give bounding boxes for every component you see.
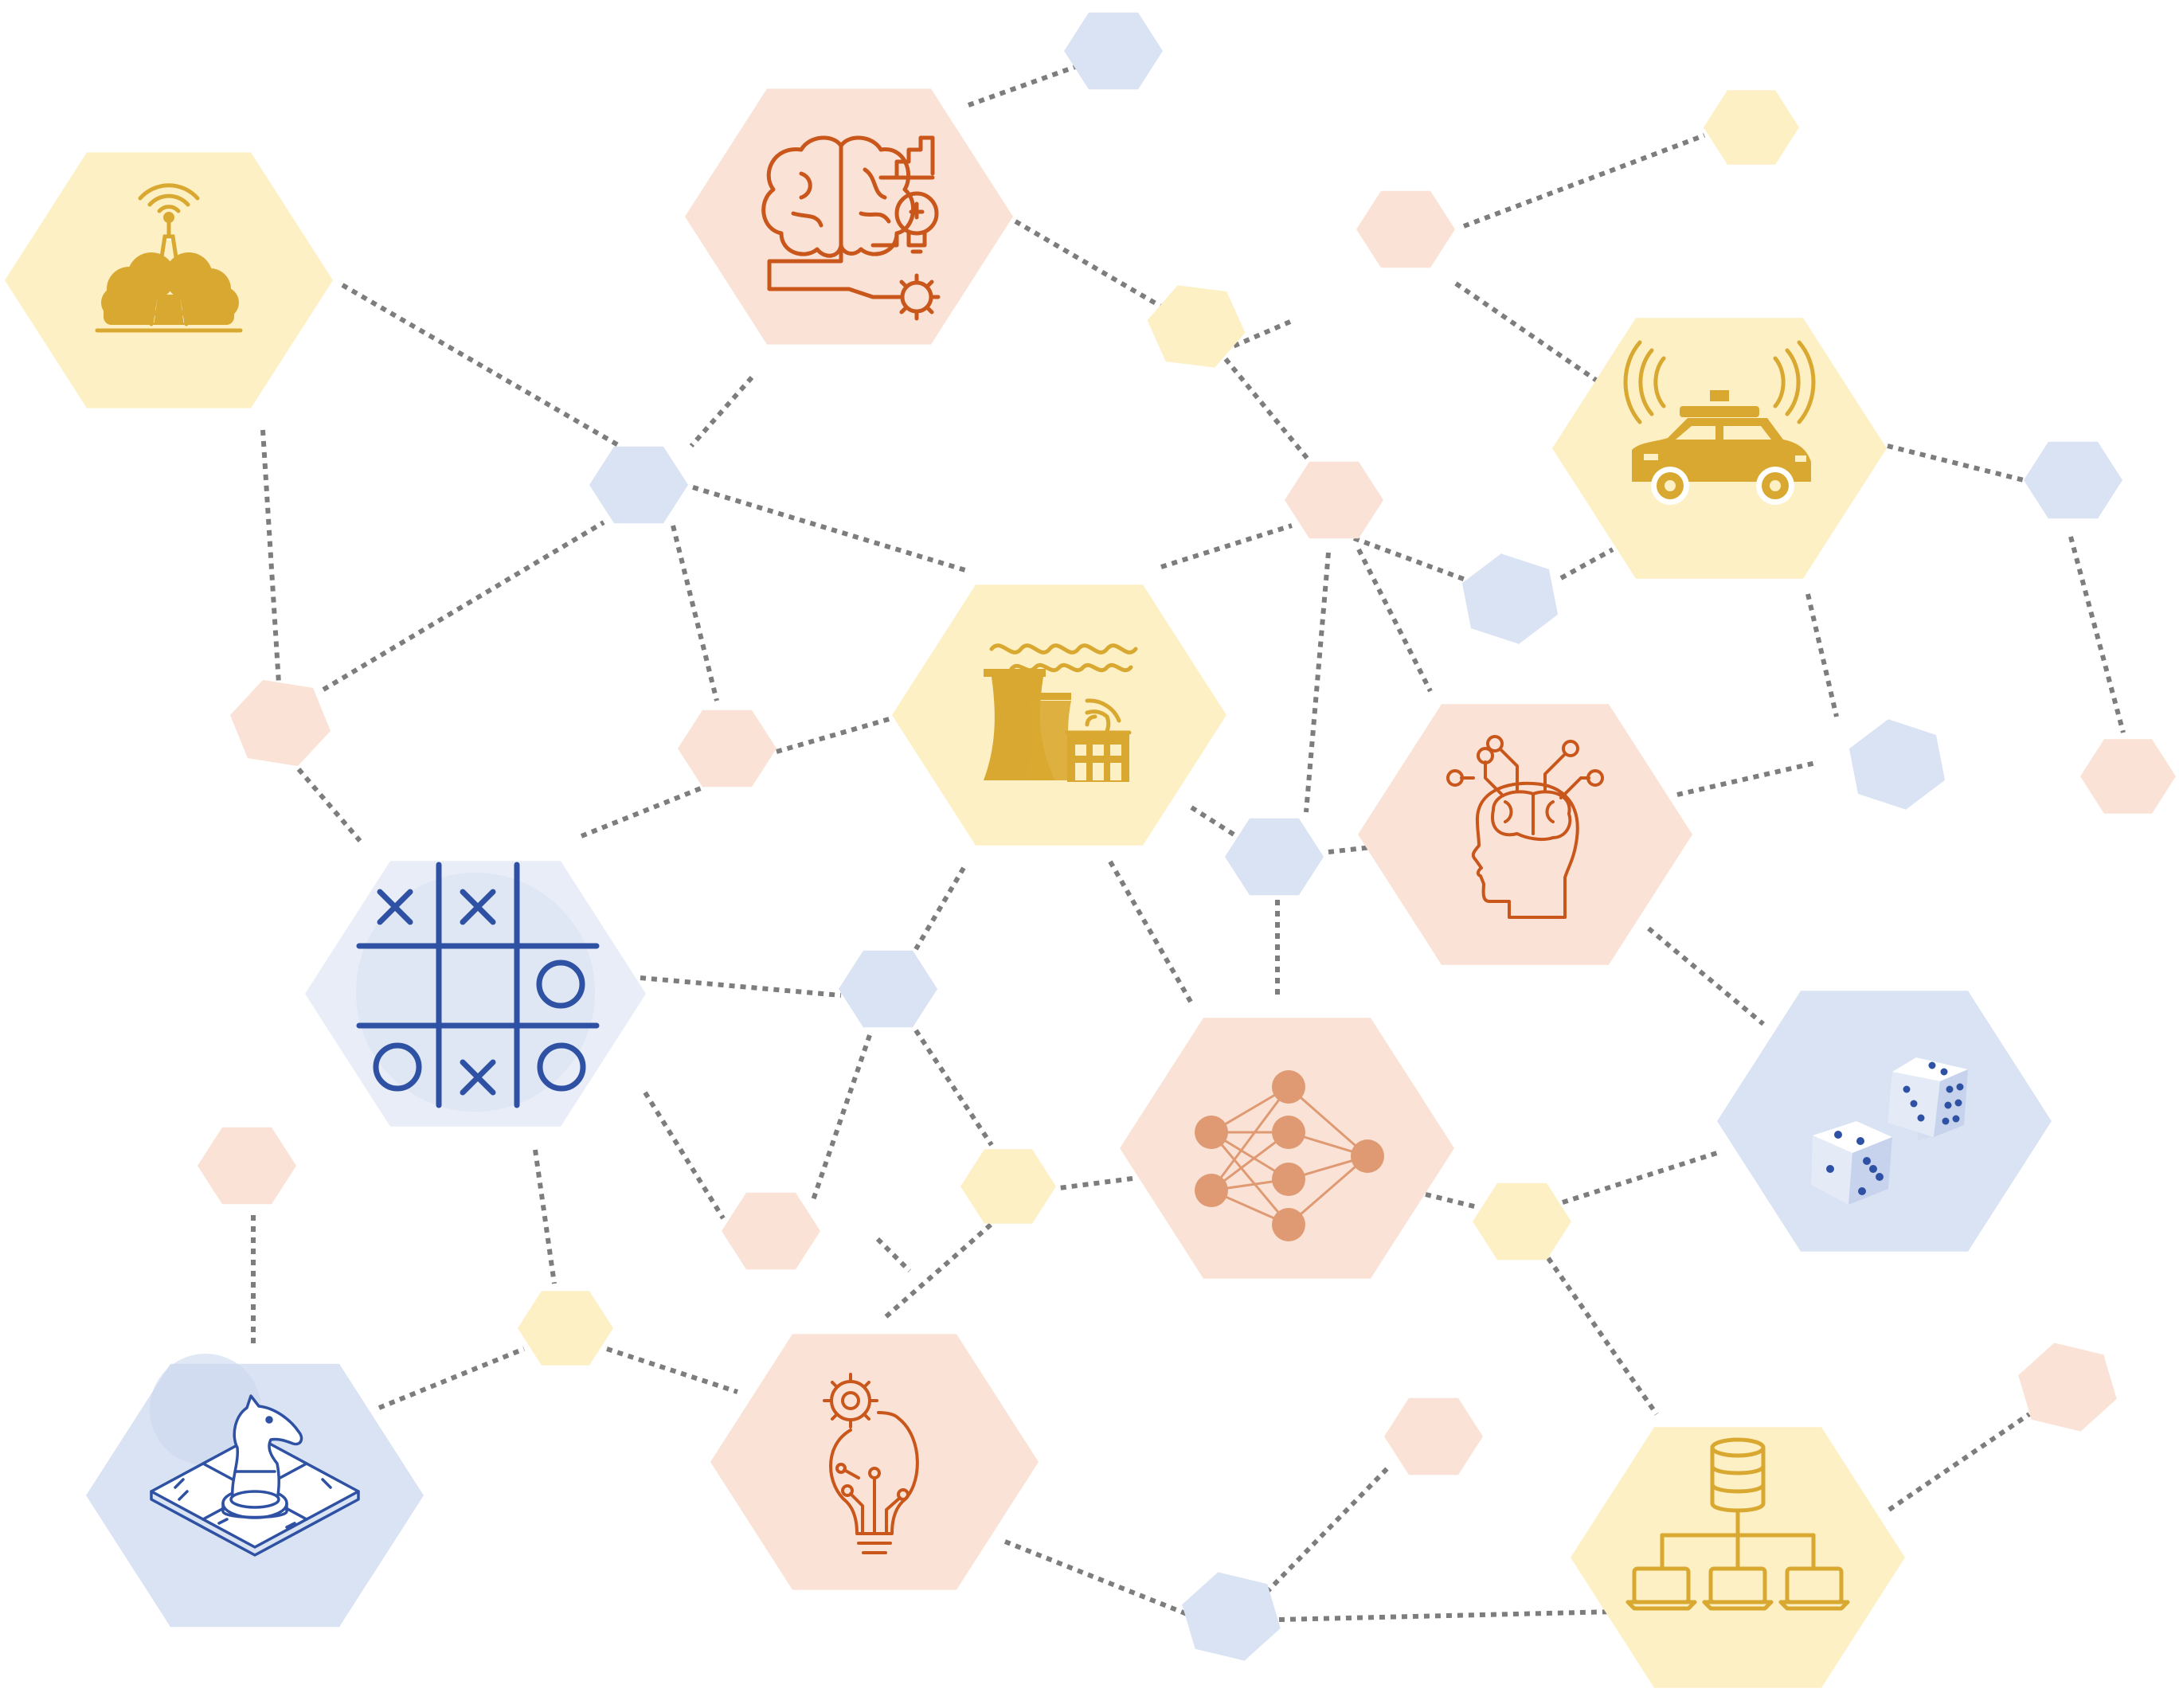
junction-hexagon — [1285, 461, 1383, 539]
large-hexagon-nodes — [5, 88, 2052, 1688]
dotted-connector — [1278, 1609, 1616, 1622]
dotted-connector — [1216, 349, 1312, 463]
junction-hexagon — [589, 446, 688, 524]
junction-hexagon — [1848, 719, 1946, 810]
dotted-connector — [296, 768, 362, 842]
dotted-connector — [875, 1237, 912, 1273]
dotted-connector — [1304, 552, 1331, 813]
junction-hexagon — [1384, 1397, 1483, 1475]
dotted-connector — [1546, 1257, 1659, 1416]
junction-hexagon — [722, 1192, 820, 1270]
dotted-connector — [260, 429, 281, 684]
dotted-connector — [1805, 593, 1839, 717]
dotted-connector — [1888, 1412, 2031, 1512]
dice-hexagon — [1717, 991, 2052, 1252]
connector-lines — [251, 64, 2126, 1622]
dotted-connector — [913, 1029, 994, 1147]
chess-knight-board-icon — [150, 1354, 360, 1557]
ai-head-brain-circuit-icon — [1446, 735, 1604, 919]
dotted-connector — [643, 1091, 726, 1220]
dotted-connector — [689, 376, 754, 448]
junction-hexagon — [1461, 553, 1559, 644]
dotted-connector — [1462, 133, 1706, 229]
junction-hexagon — [678, 709, 777, 788]
autonomous-car-sensor-icon — [1623, 340, 1816, 505]
dotted-connector — [1108, 860, 1193, 1003]
junction-hexagon — [960, 1149, 1056, 1224]
junction-hexagon — [839, 950, 937, 1028]
dotted-connector — [322, 520, 605, 692]
dotted-connector — [1014, 219, 1172, 315]
dotted-connector — [1264, 1464, 1391, 1595]
dotted-connector — [1352, 536, 1467, 582]
dotted-connector — [1454, 281, 1598, 383]
junction-hexagon — [1147, 285, 1246, 368]
dotted-connector — [533, 1149, 557, 1284]
dotted-connector — [671, 525, 719, 702]
junction-hexagon — [1182, 1572, 1281, 1661]
tic-tac-toe-icon — [356, 862, 600, 1112]
idea-gear-hexagon — [710, 1334, 1039, 1590]
dotted-connector — [967, 64, 1077, 107]
dotted-connector — [606, 1346, 738, 1394]
dotted-connector — [1058, 1176, 1133, 1190]
junction-hexagon — [230, 679, 331, 767]
dice-icon — [1811, 1057, 1968, 1205]
dotted-connector — [378, 1346, 526, 1410]
dotted-connector — [580, 786, 702, 838]
oil-derrick-signal-icon — [95, 183, 243, 333]
dotted-connector — [913, 866, 966, 951]
junction-hexagon — [1473, 1182, 1571, 1260]
junction-hexagon — [1225, 818, 1324, 896]
dotted-connector — [1887, 444, 2028, 483]
junction-hexagon — [198, 1127, 296, 1205]
junction-hexagon — [2080, 739, 2176, 814]
dotted-connector — [1328, 845, 1372, 854]
neural-network-icon — [1195, 1070, 1384, 1241]
database-network-icon — [1625, 1437, 1850, 1611]
junction-hexagon — [1704, 90, 1799, 165]
dotted-connector — [2068, 536, 2126, 733]
dotted-connector — [810, 1034, 872, 1203]
junction-hexagon — [1356, 190, 1455, 268]
dotted-connector — [884, 1222, 992, 1319]
dotted-connector — [776, 716, 893, 754]
dotted-connector — [1647, 926, 1765, 1026]
dotted-connector — [640, 975, 842, 998]
smart-power-plant-icon — [984, 643, 1138, 782]
dotted-connector — [1676, 760, 1817, 797]
ai-head-hexagon — [1358, 704, 1692, 965]
node-icons — [95, 135, 1968, 1611]
junction-hexagon — [518, 1291, 613, 1366]
brain-lightbulb-gear-chart-icon — [761, 135, 941, 321]
dotted-connector — [692, 485, 966, 573]
dotted-connector — [1003, 1539, 1195, 1619]
junction-hexagon — [2018, 1343, 2117, 1432]
dotted-connector — [1160, 523, 1293, 569]
dotted-connector — [1559, 547, 1614, 580]
small-hexagon-junctions — [198, 12, 2176, 1661]
dotted-connector — [1356, 548, 1433, 693]
junction-hexagon — [1064, 12, 1163, 90]
dotted-connector — [341, 283, 621, 448]
lightbulb-gear-circuit-icon — [823, 1373, 919, 1554]
dotted-connector — [1562, 1149, 1723, 1205]
dotted-connector — [1425, 1192, 1478, 1210]
brain-growth-hexagon — [685, 88, 1013, 345]
junction-hexagon — [2024, 441, 2122, 519]
